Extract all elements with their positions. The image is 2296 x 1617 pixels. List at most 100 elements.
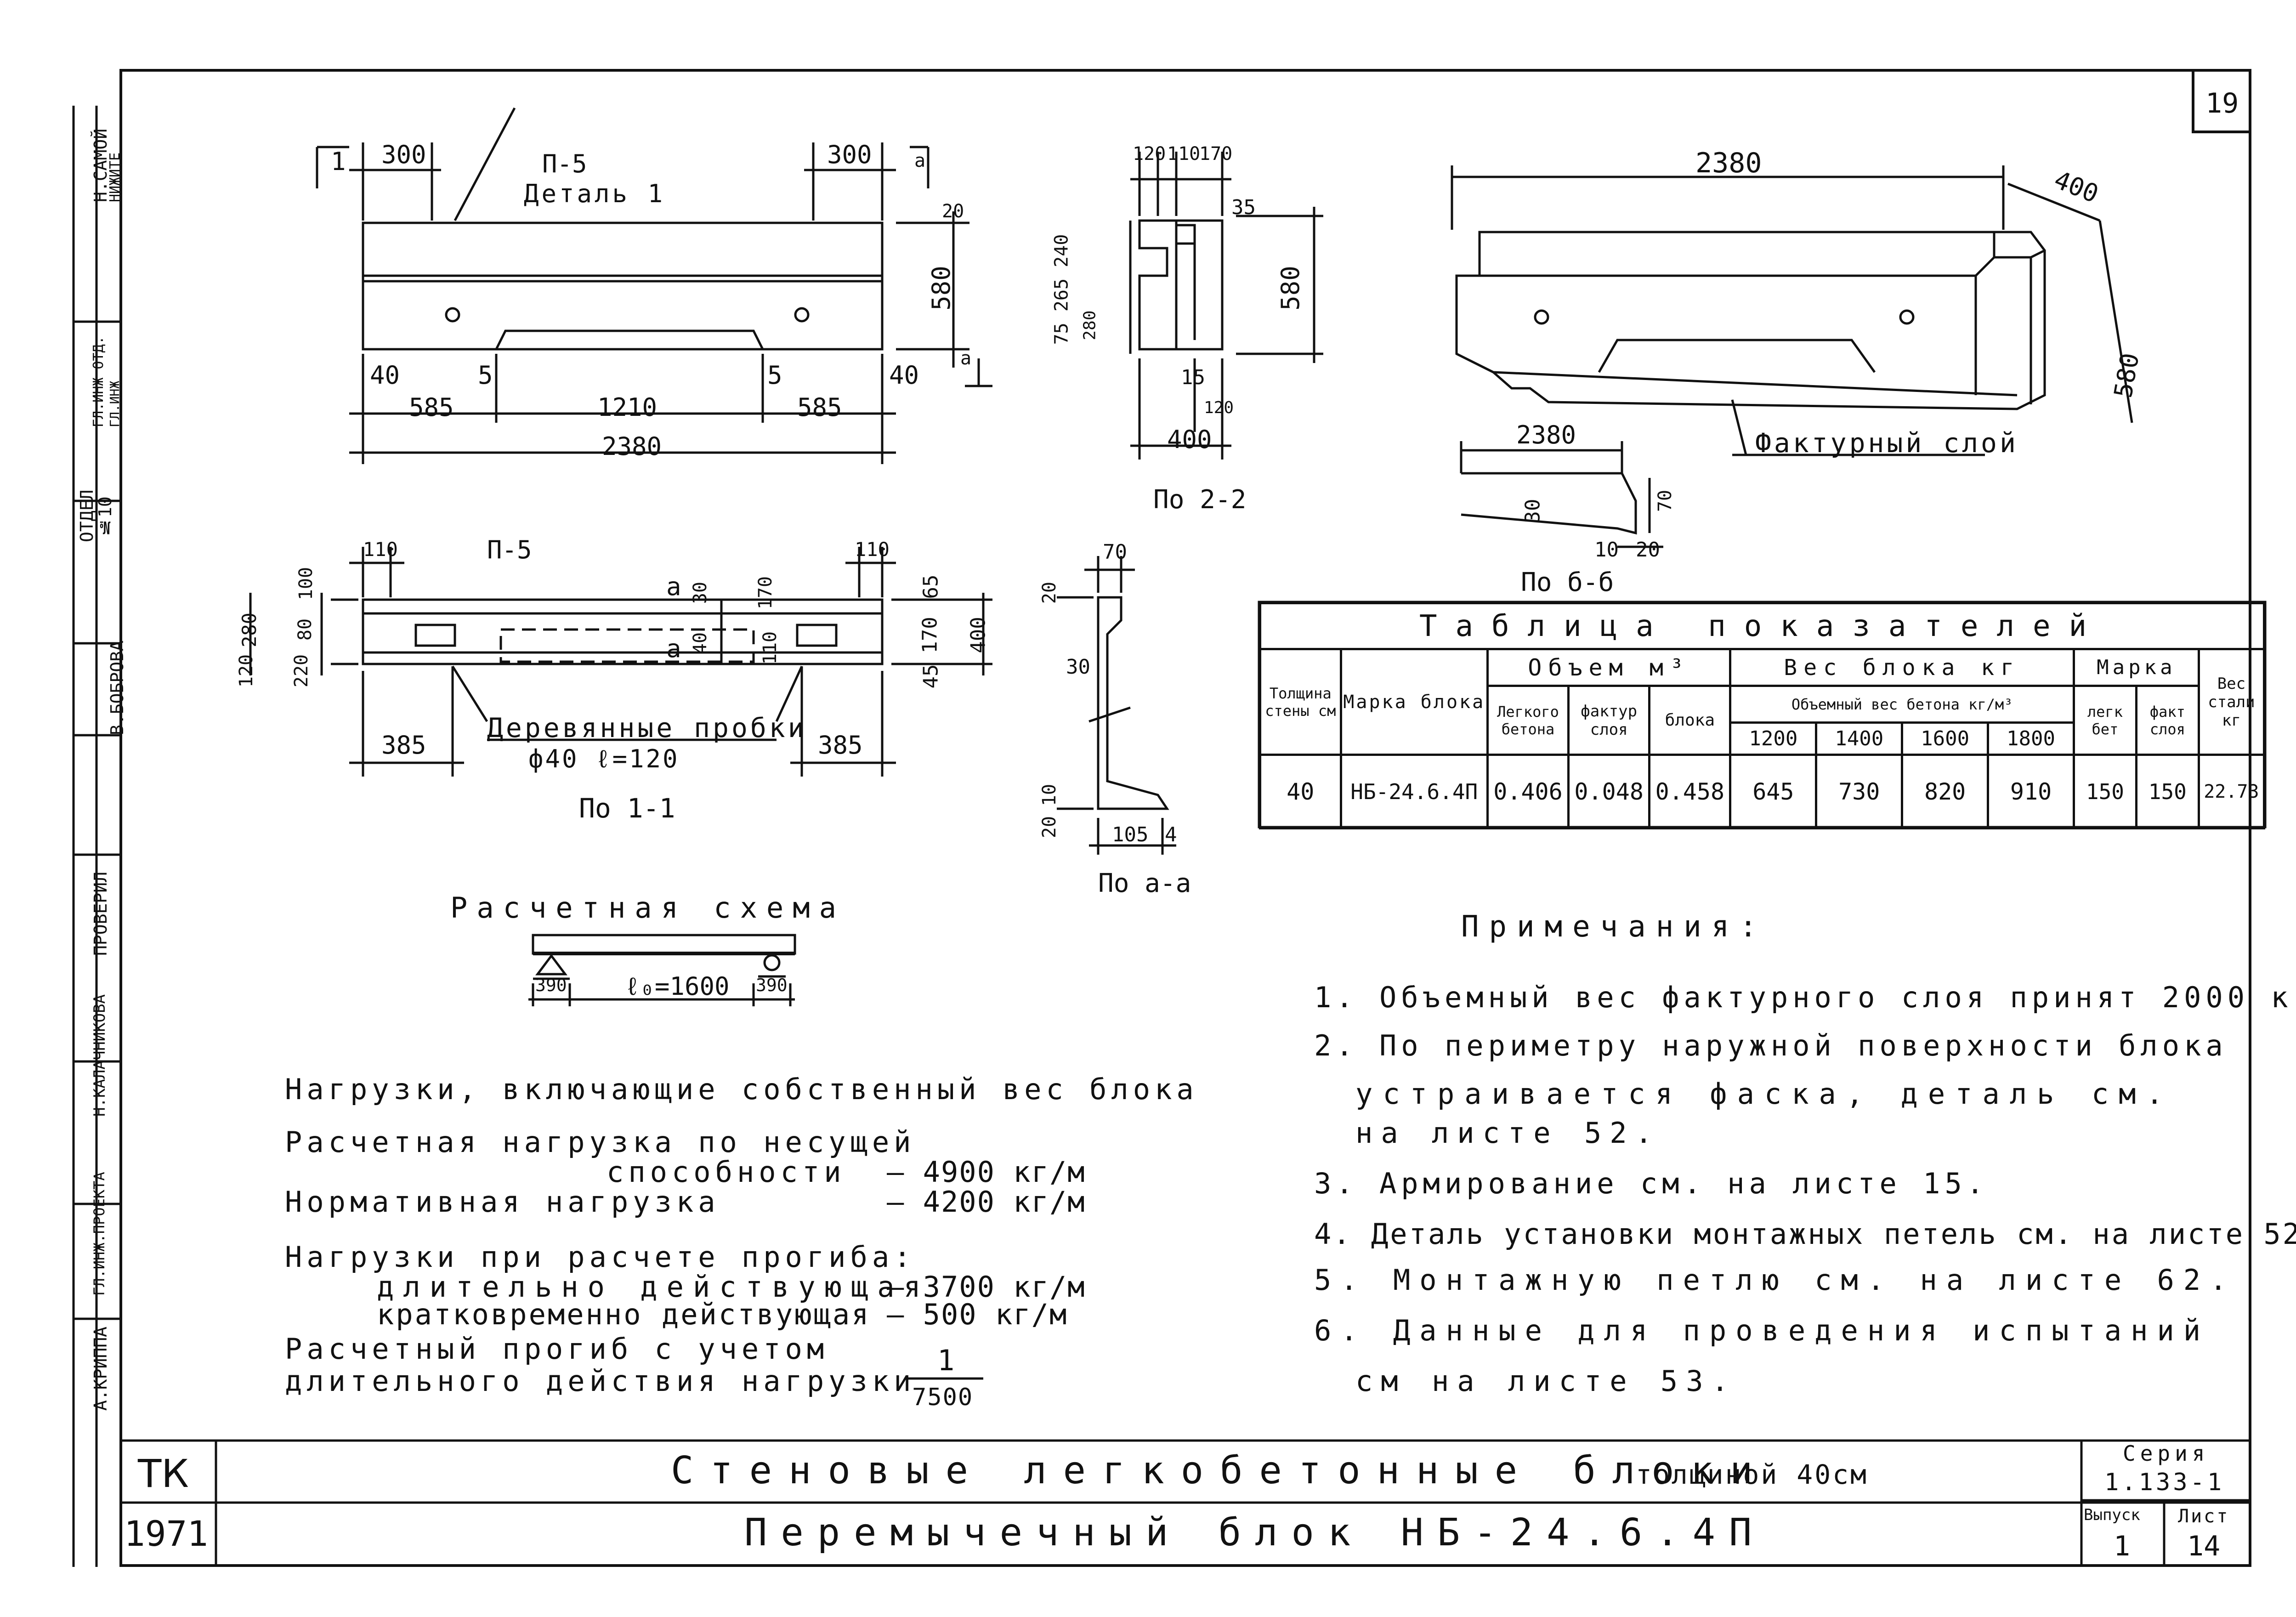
s22-dim-120: 120	[1133, 143, 1166, 165]
iso-label-facture: Фактурный слой	[1755, 427, 2018, 459]
loads-line1b: способности	[607, 1155, 846, 1189]
tb-series-label: Серия	[2123, 1441, 2210, 1466]
note-1: 1. Объемный вес фактурного слоя принят 2…	[1314, 981, 2296, 1014]
front-dim-300-right: 300	[827, 140, 872, 169]
tb-org: ТК	[138, 1451, 189, 1496]
saa-dim-105: 105	[1112, 823, 1149, 846]
s22-dim-15: 15	[1181, 366, 1205, 389]
calc-span: ℓ₀=1600	[625, 972, 730, 1001]
plan-dim-80: 80	[295, 618, 316, 641]
saa-dim-20: 20	[1039, 816, 1060, 839]
front-dim-300-left: 300	[381, 140, 426, 169]
sheet-number: 19	[2205, 87, 2239, 119]
front-dim-585-left: 585	[409, 393, 454, 422]
loads-header: Нагрузки, включающие собственный вес бло…	[285, 1072, 1198, 1106]
saa-dim-4: 4	[1165, 823, 1177, 846]
saa-dim-70: 70	[1103, 540, 1127, 564]
loads-line2: Нормативная нагрузка	[285, 1185, 720, 1219]
note-4: 4. Деталь установки монтажных петель см.…	[1314, 1217, 2296, 1251]
notes-title: Примечания:	[1461, 910, 1767, 944]
sheet-number-box	[2192, 69, 2251, 133]
plan-dim-385-left: 385	[381, 731, 426, 760]
table-h-steel: Вес стали кг	[2197, 648, 2266, 756]
calc-support-right: 390	[756, 975, 788, 995]
table-h-mark: Марка блока	[1339, 648, 1489, 756]
tb-sheet-label: Лист	[2178, 1506, 2230, 1527]
table-h-grade-light: легк бет	[2072, 685, 2137, 756]
plan-view-outline	[362, 598, 884, 665]
loads-deflection-den: 7500	[912, 1384, 974, 1411]
front-mark-a-top: а	[914, 150, 926, 171]
tb-title-1-suffix: толщиной 40см	[1636, 1459, 1868, 1490]
s22-dim-280: 280	[1080, 310, 1100, 340]
table-cell: 730	[1815, 754, 1904, 829]
table-cell: 22.73	[2197, 754, 2266, 829]
loads-line5: кратковременно действующая	[377, 1298, 871, 1331]
iso-dim-580: 580	[2108, 351, 2145, 400]
calc-title: Расчетная схема	[450, 891, 845, 925]
plan-dim-40: 40	[690, 632, 711, 655]
front-leader-p5: П-5	[542, 149, 587, 178]
table-h-thickness: Толщина стены см	[1259, 648, 1342, 756]
note-2a: 2. По периметру наружной поверхности бло…	[1314, 1029, 2228, 1062]
tb-sheet-value: 14	[2187, 1530, 2221, 1562]
loads-line6b: длительного действия нагрузки	[285, 1364, 916, 1398]
front-dim-5-left: 5	[478, 361, 493, 390]
plan-dim-170: 170	[755, 576, 777, 610]
iso-dim-2380: 2380	[1695, 147, 1762, 179]
table-cell: 0.048	[1567, 754, 1651, 829]
front-dim-40-right: 40	[889, 361, 919, 390]
loads-value4: — 3700 кг/м	[887, 1270, 1086, 1304]
beam-hatch	[532, 934, 796, 955]
tb-issue-value: 1	[2114, 1530, 2131, 1562]
table-cell: 910	[1987, 754, 2075, 829]
table-h-density: Объемный вес бетона кг/м³	[1729, 685, 2075, 724]
table-cell: 645	[1729, 754, 1818, 829]
s22-dim-240: 75 265 240	[1051, 234, 1072, 345]
table-cell: 150	[2135, 754, 2200, 829]
plan-dim-110-right: 110	[855, 538, 890, 561]
plan-dim-100: 100	[295, 567, 317, 601]
sbb-dim-2380: 2380	[1516, 420, 1576, 449]
loads-value2: — 4200 кг/м	[887, 1185, 1086, 1219]
note-3: 3. Армирование см. на листе 15.	[1314, 1167, 1989, 1200]
plan-plugs-label: Деревянные пробки	[487, 712, 807, 743]
indicators-table: Таблица показателей Толщина стены см Мар…	[1259, 602, 2266, 829]
section-aa-outline	[1097, 596, 1169, 810]
front-dim-20: 20	[942, 201, 964, 222]
s22-dim-120b: 120	[1204, 398, 1234, 417]
section-22-outline	[1138, 219, 1224, 351]
plan-dim-400: 400	[966, 617, 990, 653]
s22-dim-35: 35	[1231, 196, 1256, 219]
plan-dim-170b: 170	[918, 617, 942, 653]
plan-dim-385-right: 385	[818, 731, 863, 760]
calc-support-left: 390	[535, 975, 567, 995]
saa-caption: По а-а	[1098, 868, 1191, 898]
sbb-caption: По б-б	[1521, 567, 1614, 597]
saa-dim-20-top: 20	[1039, 581, 1060, 604]
note-6a: 6. Данные для проведения испытаний	[1314, 1314, 2210, 1347]
tb-title-2: Перемычечный блок НБ-24.6.4П	[744, 1511, 1766, 1555]
table-h-grade-fact: факт слоя	[2135, 685, 2200, 756]
front-leader-detail: Деталь 1	[524, 179, 666, 208]
table-h-weight: Вес блока кг	[1729, 648, 2075, 687]
s22-dim-580: 580	[1276, 266, 1305, 311]
table-h-grade: Марка	[2072, 648, 2200, 687]
table-density-4: 1800	[1987, 721, 2075, 756]
note-2c: на листе 52.	[1355, 1116, 1661, 1150]
saa-dim-30: 30	[1066, 655, 1090, 679]
loads-line1a: Расчетная нагрузка по несущей	[285, 1125, 916, 1159]
saa-dim-10: 10	[1039, 783, 1060, 806]
section-bb-outline	[1461, 472, 1637, 535]
tb-series-value: 1.133-1	[2104, 1469, 2225, 1496]
table-h-block: блока	[1648, 685, 1732, 756]
sbb-dim-30: 30	[1521, 499, 1545, 523]
table-h-facture: фактур слоя	[1567, 685, 1651, 756]
loads-value5: — 500 кг/м	[887, 1298, 1068, 1331]
plan-dim-30: 30	[690, 581, 711, 604]
front-view-outline	[362, 221, 884, 351]
plan-caption: По 1-1	[579, 793, 675, 824]
front-mark-a-bottom: а	[960, 348, 972, 369]
